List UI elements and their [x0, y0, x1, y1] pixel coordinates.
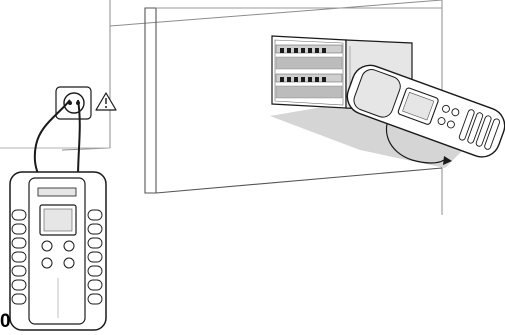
tester-front — [10, 172, 106, 330]
warning-triangle-icon — [96, 93, 116, 110]
figure-label: 0 — [0, 311, 11, 333]
wall-socket-icon — [56, 87, 91, 119]
